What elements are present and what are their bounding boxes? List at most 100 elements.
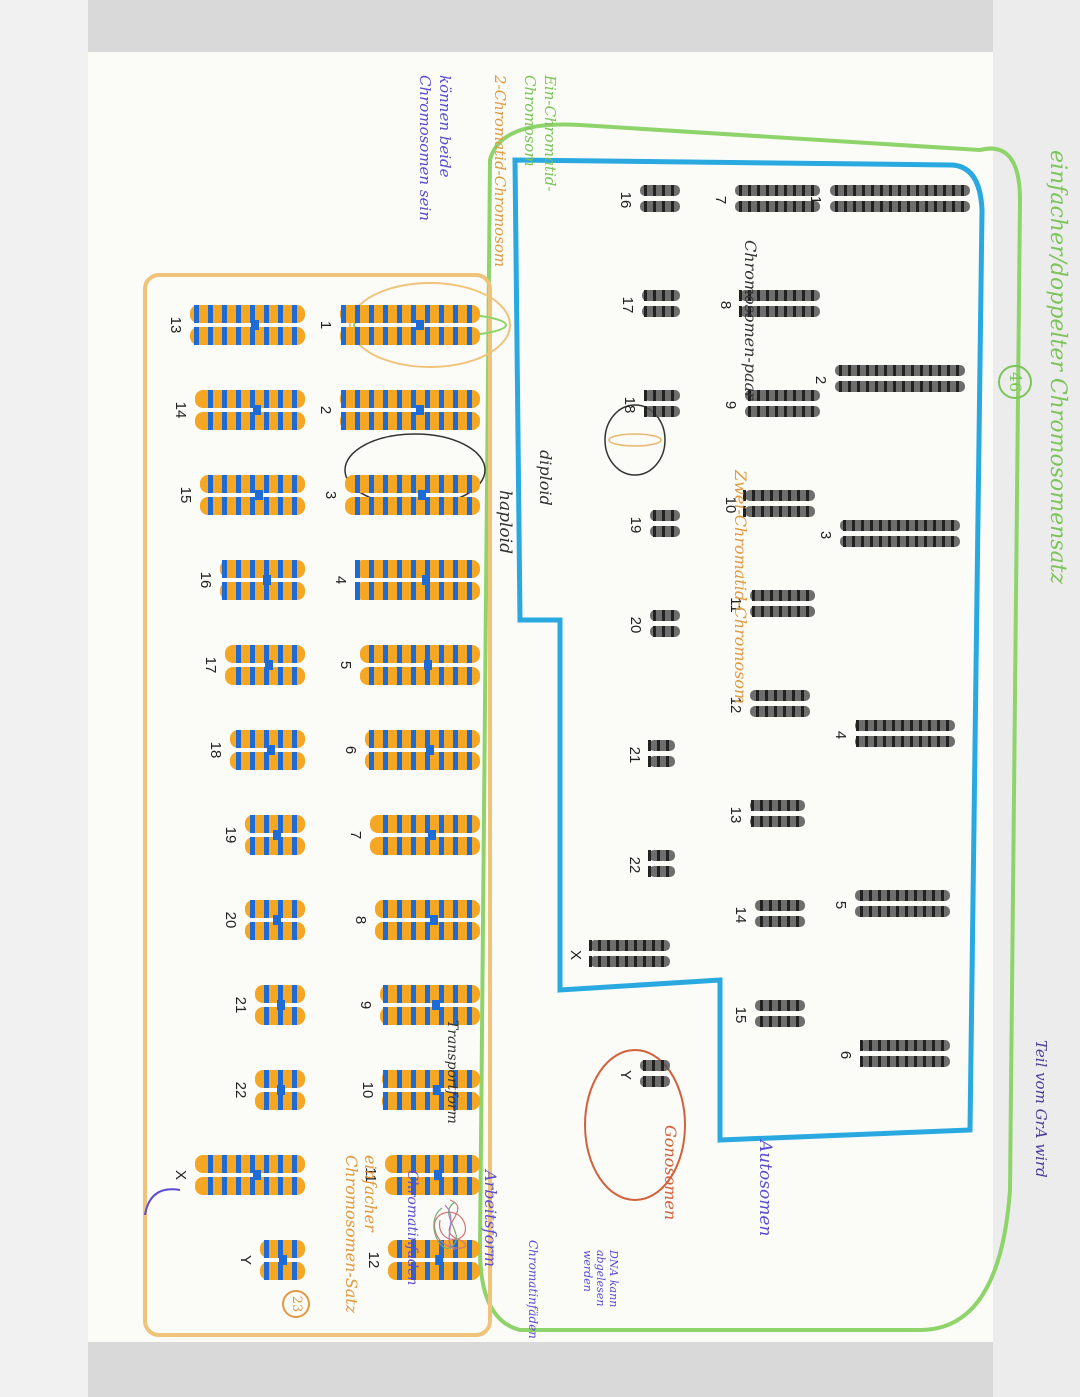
- photo-number-X: X: [567, 949, 584, 960]
- photo-number-14: 14: [732, 906, 749, 924]
- photo-number-Y: Y: [617, 1069, 634, 1080]
- scheme-number-3: 3: [322, 490, 339, 500]
- photo-chromosome-2: [835, 365, 965, 392]
- scheme-chromosome-14: [195, 390, 305, 430]
- annotation-zwei-chromatid-chrom: 2-Chromatid-Chromosom: [491, 75, 509, 268]
- photo-chromosome-4: [855, 720, 955, 747]
- top-right-note: Teil vom GrA wird: [1032, 1040, 1050, 1178]
- scheme-chromosome-11: [385, 1155, 480, 1195]
- scheme-number-13: 13: [167, 316, 184, 334]
- scheme-number-21: 21: [232, 996, 249, 1014]
- chromatin-scribble: [433, 1199, 467, 1251]
- photo-number-13: 13: [727, 806, 744, 824]
- page-edge: [993, 0, 1080, 1397]
- photo-number-8: 8: [717, 300, 734, 310]
- scheme-chromosome-6: [365, 730, 480, 770]
- scheme-number-19: 19: [222, 826, 239, 844]
- annotation-gonosomen: Gonosomen: [661, 1125, 680, 1221]
- scheme-number-17: 17: [202, 656, 219, 674]
- scheme-number-4: 4: [332, 575, 349, 585]
- photo-chromosome-7: [735, 185, 820, 212]
- photo-number-6: 6: [837, 1050, 854, 1060]
- scheme-chromosome-15: [200, 475, 305, 515]
- orange-frame: [143, 273, 492, 1337]
- photo-number-20: 20: [627, 616, 644, 634]
- diploid-circle: [604, 404, 666, 476]
- annotation-chromatinfaden: Chromatinfaden: [404, 1170, 420, 1286]
- photo-chromosome-9: [745, 390, 820, 417]
- photo-number-17: 17: [619, 296, 636, 314]
- title-green: einfacher/doppelter Chromosomensatz: [1045, 150, 1070, 585]
- photo-number-4: 4: [832, 730, 849, 740]
- photo-chromosome-10: [743, 490, 815, 517]
- photo-chromosome-X: [589, 940, 670, 967]
- annotation-diploid: diploid: [536, 450, 555, 506]
- photo-chromosome-18: [644, 390, 680, 417]
- scheme-chromosome-10: [382, 1070, 480, 1110]
- annotation-ein-chromatid: Ein-Chromatid-Chromosom: [521, 75, 559, 192]
- scheme-chromosome-7: [370, 815, 480, 855]
- scheme-number-18: 18: [207, 741, 224, 759]
- photo-chromosome-11: [750, 590, 815, 617]
- photo-karyotype: [589, 185, 970, 1087]
- photo-chromosome-1: [830, 185, 970, 212]
- annotation-chromosomen-paar: Chromosomen-paar: [741, 240, 760, 400]
- scheme-number-2: 2: [317, 405, 334, 415]
- photo-number-5: 5: [832, 900, 849, 910]
- count-46: 46: [998, 365, 1032, 399]
- photo-chromosome-15: [755, 1000, 805, 1027]
- scheme-number-15: 15: [177, 486, 194, 504]
- annotation-koennen-beide: können beide Chromosomen sein: [416, 75, 454, 221]
- photo-number-16: 16: [617, 191, 634, 209]
- annotation-chromatinfaeden: Chromatinfäden: [526, 1240, 540, 1339]
- scheme-chromosome-21: [255, 985, 305, 1025]
- annotation-haploid: haploid: [495, 490, 515, 554]
- photo-chromosome-13: [750, 800, 805, 827]
- annotation-einfacher-satz: einfacher Chromosomen-Satz: [342, 1155, 380, 1314]
- scheme-chromosome-16: [220, 560, 305, 600]
- worksheet: [88, 52, 993, 1342]
- scheme-chromosome-Y: [260, 1240, 305, 1280]
- photo-chromosome-21: [648, 740, 675, 767]
- scheme-number-8: 8: [352, 915, 369, 925]
- photo-number-1: 1: [807, 195, 824, 205]
- photo-chromosome-5: [855, 890, 950, 917]
- annotation-zwei-chromatid: Zwei-Chromatid-Chromosom: [731, 470, 750, 705]
- scheme-karyotype: [190, 305, 480, 1280]
- photo-number-15: 15: [732, 1006, 749, 1024]
- photo-number-22: 22: [626, 856, 643, 874]
- green-frame: [477, 122, 1023, 1332]
- count-23: 23: [282, 1290, 310, 1318]
- photo-chromosome-12: [750, 690, 810, 717]
- scheme-number-X: X: [172, 1169, 189, 1180]
- scheme-chromosome-1: [340, 305, 480, 345]
- binder-margin: [0, 0, 88, 1397]
- scheme-chromosome-19: [245, 815, 305, 855]
- annotation-dna: DNA kann abgelesen werden: [581, 1250, 620, 1308]
- scheme-number-5: 5: [337, 660, 354, 670]
- scheme-chromosome-2: [340, 390, 480, 430]
- photo-number-19: 19: [627, 516, 644, 534]
- scheme-number-9: 9: [357, 1000, 374, 1010]
- photo-number-18: 18: [621, 396, 638, 414]
- scheme-number-7: 7: [347, 830, 364, 840]
- chromosome1-orange-circle: [349, 282, 511, 368]
- scheme-number-6: 6: [342, 745, 359, 755]
- scheme-chromosome-9: [380, 985, 480, 1025]
- annotation-transportform: Transportform: [444, 1020, 460, 1124]
- photo-number-9: 9: [722, 400, 739, 410]
- photo-number-2: 2: [812, 375, 829, 385]
- photo-chromosome-19: [650, 510, 680, 537]
- photo-number-21: 21: [626, 746, 643, 764]
- photo-chromosome-14: [755, 900, 805, 927]
- scheme-number-1: 1: [317, 320, 334, 330]
- scheme-chromosome-20: [245, 900, 305, 940]
- scheme-chromosome-17: [225, 645, 305, 685]
- photo-number-7: 7: [712, 195, 729, 205]
- photo-chromosome-6: [860, 1040, 950, 1067]
- scheme-chromosome-5: [360, 645, 480, 685]
- photo-chromosome-3: [840, 520, 960, 547]
- photo-chromosome-16: [640, 185, 680, 212]
